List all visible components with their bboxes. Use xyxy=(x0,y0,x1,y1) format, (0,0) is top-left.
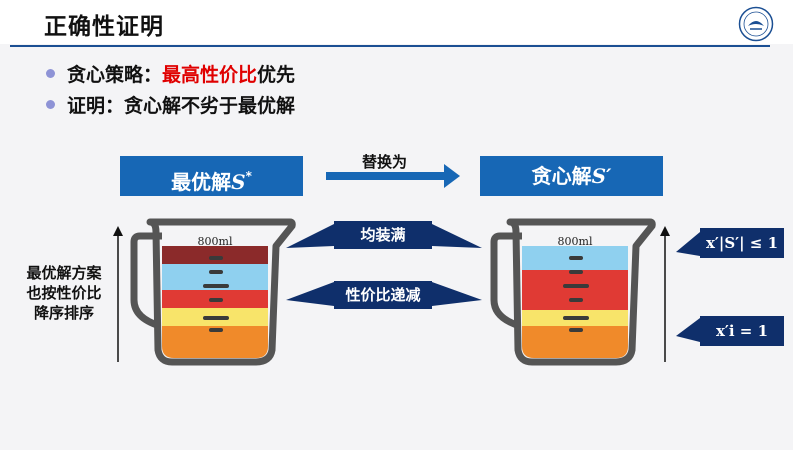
callout-bottom-pointer-right xyxy=(432,282,482,306)
greedy-solution-label: 贪心解 xyxy=(531,164,592,188)
bullet-prefix: 贪心策略： xyxy=(67,64,163,86)
optimal-sorted-note: 最优解方案 也按性价比 降序排序 xyxy=(14,263,114,323)
math-constraint-bottom: x′i = 1 xyxy=(700,316,784,346)
math-constraint-top: x′|S′| ≤ 1 xyxy=(700,228,784,258)
left-up-arrow-icon xyxy=(113,226,123,362)
greedy-solution-symbol: S′ xyxy=(591,164,612,188)
left-cup-label: 800ml xyxy=(198,235,233,248)
math-top-pointer xyxy=(676,232,700,256)
slide-title: 正确性证明 xyxy=(44,14,164,40)
bullet-greedy-strategy: 贪心策略：最高性价比优先 xyxy=(46,60,295,87)
bullet-dot-icon xyxy=(46,69,55,78)
note-line: 也按性价比 xyxy=(26,284,102,302)
right-layer-red xyxy=(522,270,628,310)
university-logo-icon xyxy=(738,6,774,42)
callout-all-full: 均装满 xyxy=(334,221,432,249)
optimal-solution-sup: * xyxy=(245,169,252,183)
optimal-solution-symbol: S xyxy=(231,170,246,194)
note-line: 降序排序 xyxy=(33,304,94,322)
bullet-suffix: 优先 xyxy=(257,64,296,86)
math-bottom-pointer xyxy=(676,318,700,342)
callout-top-pointer-right xyxy=(432,224,482,248)
right-cup-label: 800ml xyxy=(558,235,593,248)
bullet-text: 证明：贪心解不劣于最优解 xyxy=(67,95,296,117)
left-layer-orange xyxy=(162,326,268,358)
optimal-solution-box: 最优解S* xyxy=(120,156,303,196)
bullet-dot-icon xyxy=(46,100,55,109)
optimal-solution-label: 最优解 xyxy=(171,170,232,194)
left-layer-brown xyxy=(162,246,268,264)
callout-top-pointer-left xyxy=(286,224,334,248)
callout-bottom-pointer-left xyxy=(286,282,334,306)
bullet-highlight: 最高性价比 xyxy=(162,64,258,86)
replace-label: 替换为 xyxy=(362,153,408,171)
title-divider xyxy=(10,45,770,47)
callout-ratio-decreasing: 性价比递减 xyxy=(334,281,432,309)
bullet-proof: 证明：贪心解不劣于最优解 xyxy=(46,91,295,118)
slide-header xyxy=(0,0,793,44)
right-layer-orange xyxy=(522,326,628,358)
greedy-solution-box: 贪心解S′ xyxy=(480,156,663,196)
right-measuring-cup xyxy=(490,218,656,366)
replace-arrow-icon xyxy=(326,164,460,188)
right-up-arrow-icon xyxy=(660,226,670,362)
note-line: 最优解方案 xyxy=(26,264,102,282)
left-measuring-cup xyxy=(130,218,296,366)
